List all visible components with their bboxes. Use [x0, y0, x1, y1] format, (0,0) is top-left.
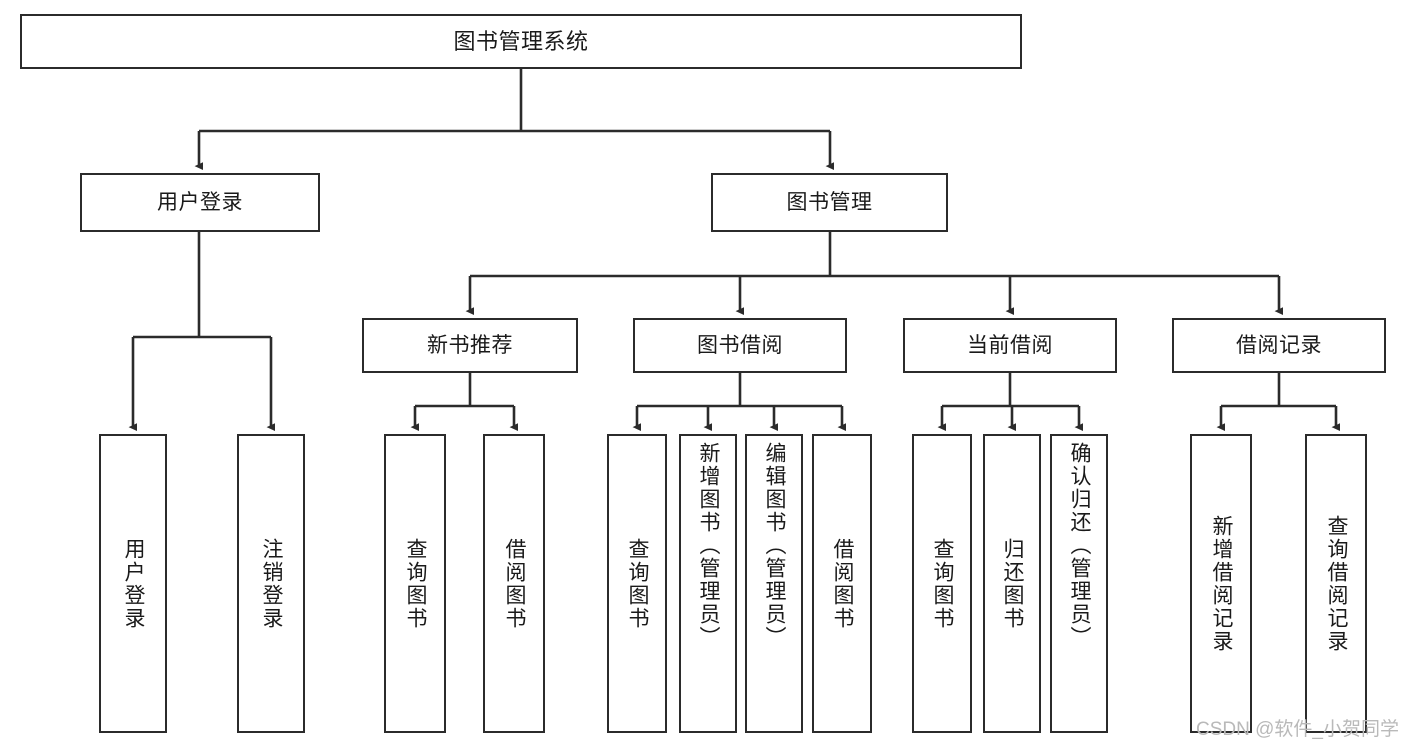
node-leaf-confirm-return-label: 确认归还（管理员） [1068, 442, 1092, 649]
node-leaf-user-login[interactable]: 用户登录 [99, 434, 167, 733]
node-leaf-query-book-1[interactable]: 查询图书 [384, 434, 446, 733]
node-leaf-user-logout[interactable]: 注销登录 [237, 434, 305, 733]
node-leaf-add-book[interactable]: 新增图书（管理员） [679, 434, 737, 733]
node-borrow-record-label: 借阅记录 [1236, 334, 1322, 357]
node-leaf-user-logout-label: 注销登录 [260, 537, 284, 630]
node-leaf-confirm-return[interactable]: 确认归还（管理员） [1050, 434, 1108, 733]
node-book-manage-label: 图书管理 [786, 191, 873, 214]
node-leaf-borrow-book-2[interactable]: 借阅图书 [812, 434, 872, 733]
node-leaf-borrow-book-1-label: 借阅图书 [503, 537, 527, 630]
node-book-manage[interactable]: 图书管理 [711, 173, 948, 232]
node-root[interactable]: 图书管理系统 [20, 14, 1022, 69]
node-leaf-query-book-3[interactable]: 查询图书 [912, 434, 972, 733]
node-borrow-record[interactable]: 借阅记录 [1172, 318, 1386, 373]
node-leaf-return-book-label: 归还图书 [1001, 537, 1025, 630]
node-leaf-query-record-label: 查询借阅记录 [1325, 514, 1349, 653]
node-leaf-add-book-label: 新增图书（管理员） [697, 442, 721, 649]
node-leaf-borrow-book-1[interactable]: 借阅图书 [483, 434, 545, 733]
node-leaf-add-record-label: 新增借阅记录 [1210, 514, 1234, 653]
node-leaf-edit-book[interactable]: 编辑图书（管理员） [745, 434, 803, 733]
node-leaf-query-book-3-label: 查询图书 [931, 537, 955, 630]
node-leaf-add-record[interactable]: 新增借阅记录 [1190, 434, 1252, 733]
watermark: CSDN @软件_小贺同学 [1196, 719, 1399, 740]
node-leaf-query-record[interactable]: 查询借阅记录 [1305, 434, 1367, 733]
node-leaf-user-login-label: 用户登录 [122, 537, 146, 630]
node-root-label: 图书管理系统 [453, 28, 589, 54]
node-user-login-label: 用户登录 [157, 191, 243, 214]
node-leaf-edit-book-label: 编辑图书（管理员） [763, 442, 787, 649]
node-new-book-recommend-label: 新书推荐 [427, 334, 513, 357]
node-current-borrow-label: 当前借阅 [967, 334, 1053, 357]
node-book-borrow[interactable]: 图书借阅 [633, 318, 847, 373]
node-book-borrow-label: 图书借阅 [697, 334, 783, 357]
node-user-login[interactable]: 用户登录 [80, 173, 320, 232]
node-new-book-recommend[interactable]: 新书推荐 [362, 318, 578, 373]
node-current-borrow[interactable]: 当前借阅 [903, 318, 1117, 373]
node-leaf-return-book[interactable]: 归还图书 [983, 434, 1041, 733]
node-leaf-query-book-2[interactable]: 查询图书 [607, 434, 667, 733]
node-leaf-query-book-1-label: 查询图书 [404, 537, 428, 630]
node-leaf-borrow-book-2-label: 借阅图书 [831, 537, 855, 630]
node-leaf-query-book-2-label: 查询图书 [626, 537, 650, 630]
